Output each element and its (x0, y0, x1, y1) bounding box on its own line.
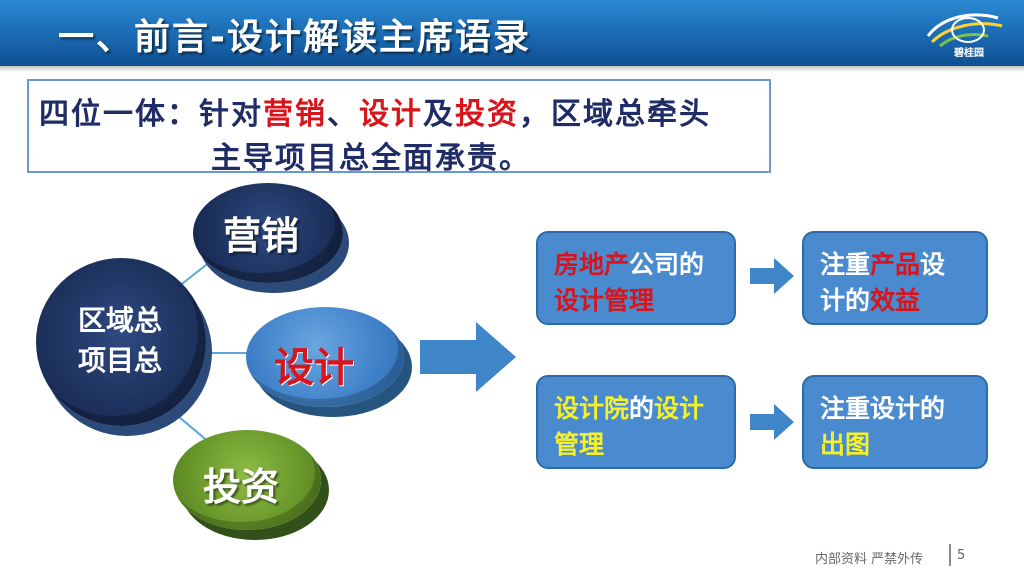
circle-main-line1: 区域总 (78, 302, 162, 340)
footer-divider (949, 544, 951, 566)
box3-yellow3: 管理 (554, 430, 604, 459)
box4-white1: 注重设计的 (820, 394, 945, 423)
circle-design: 设计 (246, 307, 404, 407)
circle-investment: 投资 (173, 430, 321, 530)
circle-investment-label: 投资 (203, 456, 279, 511)
circle-design-label: 设计 (274, 335, 354, 393)
intro-sep2: 及 (423, 97, 455, 132)
intro-sep1: 、 (327, 97, 359, 132)
box1-white1: 公司的 (629, 250, 704, 279)
arrow-right-icon (750, 258, 794, 294)
intro-suffix: ，区域总牵头 (519, 97, 711, 132)
box1-red1: 房地产 (554, 250, 629, 279)
intro-box: 四位一体：针对营销、设计及投资，区域总牵头 主导项目总全面承责。 (27, 79, 771, 173)
footer-confidential-text: 内部资料 严禁外传 (815, 548, 923, 567)
box-company-design-management: 房地产公司的 设计管理 (536, 231, 736, 325)
box2-red1: 产品 (870, 250, 920, 279)
circle-marketing: 营销 (193, 183, 343, 283)
box4-yellow1: 出图 (820, 430, 870, 459)
intro-line-2: 主导项目总全面承责。 (211, 133, 531, 177)
box-product-design-benefit: 注重产品设 计的效益 (802, 231, 988, 325)
arrow-right-icon-2 (750, 404, 794, 440)
box2-white1: 注重 (820, 250, 870, 279)
box3-yellow1: 设计院 (554, 394, 629, 423)
logo-text: 碧桂园 (954, 44, 984, 59)
page-number: 5 (957, 548, 965, 563)
box1-red2: 设计管理 (554, 286, 654, 315)
arrow-right-large-icon (420, 322, 516, 392)
box-design-drawing-output: 注重设计的 出图 (802, 375, 988, 469)
keyword-design: 设计 (359, 97, 423, 132)
intro-line-1: 四位一体：针对营销、设计及投资，区域总牵头 (39, 89, 711, 133)
slide-title: 一、前言-设计解读主席语录 (58, 8, 531, 60)
intro-prefix: 四位一体：针对 (39, 97, 263, 132)
box-institute-design-management: 设计院的设计 管理 (536, 375, 736, 469)
box2-white3: 计的 (820, 286, 870, 315)
keyword-marketing: 营销 (263, 97, 327, 132)
circle-main: 区域总 项目总 (36, 258, 206, 426)
box2-white2: 设 (920, 250, 945, 279)
circle-marketing-label: 营销 (223, 205, 299, 260)
box3-yellow2: 设计 (654, 394, 704, 423)
title-bar-shadow (0, 66, 1024, 72)
box2-red2: 效益 (870, 286, 920, 315)
keyword-investment: 投资 (455, 97, 519, 132)
circle-main-line2: 项目总 (78, 342, 162, 380)
box3-white1: 的 (629, 394, 654, 423)
